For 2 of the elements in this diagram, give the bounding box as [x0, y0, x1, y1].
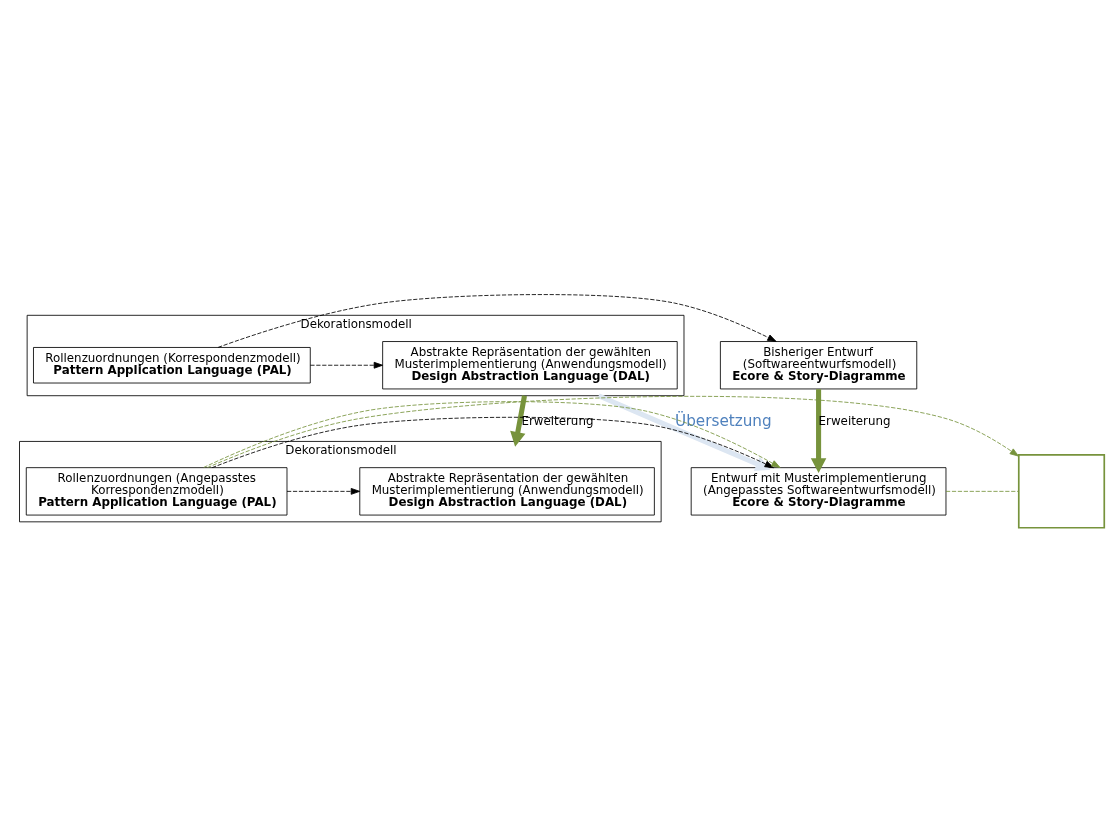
edge-label: Erweiterung: [521, 414, 594, 429]
edge-label: Übersetzung: [675, 411, 772, 430]
